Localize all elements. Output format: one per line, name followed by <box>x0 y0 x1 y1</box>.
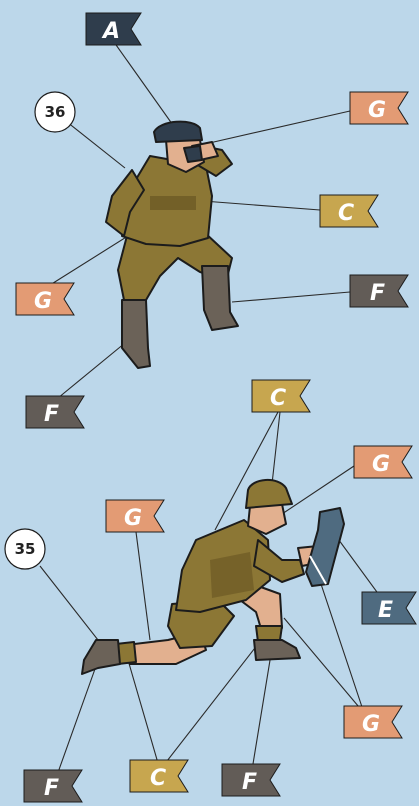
flag-letter: C <box>150 766 166 791</box>
figure-number-badge: 36 <box>35 92 75 132</box>
binoculars <box>184 146 202 162</box>
flag-letter: G <box>368 98 386 123</box>
figure-number: 35 <box>15 540 36 558</box>
flag-letter: A <box>101 19 120 44</box>
flag-letter: C <box>270 386 286 411</box>
flag-letter: C <box>338 201 354 226</box>
flag-letter: G <box>34 289 52 314</box>
flag-letter: G <box>124 506 142 531</box>
jacket-shadow <box>150 196 196 210</box>
flag-letter: G <box>372 452 390 477</box>
flag-letter: F <box>370 281 385 306</box>
figure-number: 36 <box>45 103 66 121</box>
figure-number-badge: 35 <box>5 529 45 569</box>
jacket-shadow <box>210 552 254 598</box>
flag-letter: F <box>44 402 59 427</box>
cap <box>154 122 202 142</box>
flag-letter: E <box>378 598 393 623</box>
flag-letter: F <box>242 770 257 795</box>
flag-letter: F <box>44 776 59 801</box>
flag-letter: G <box>362 712 380 737</box>
